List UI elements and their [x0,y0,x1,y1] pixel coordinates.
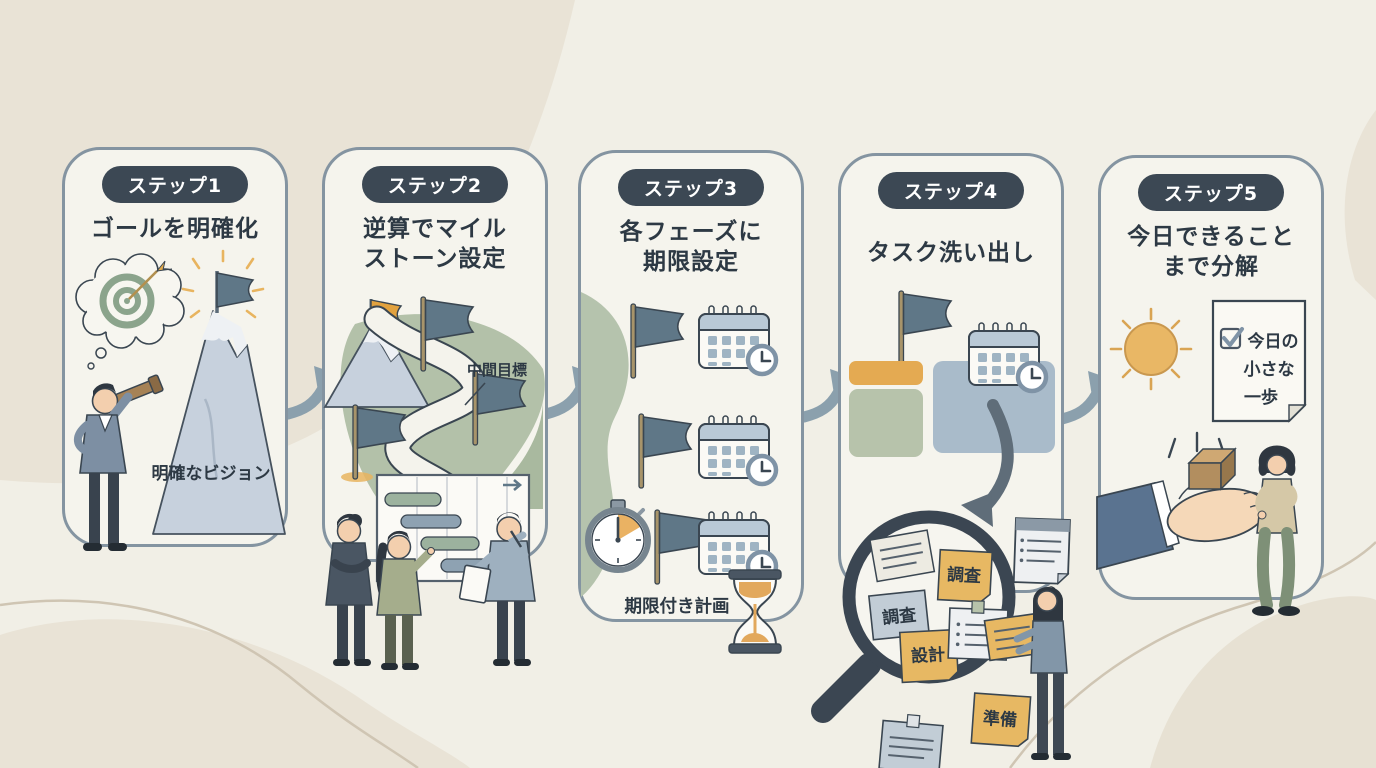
blob-bottom-left [0,619,470,768]
milestone-connector [464,382,486,406]
step-card-3: ステップ3 各フェーズに 期限設定 [578,150,804,654]
vision-caption: 明確なビジョン [152,463,271,484]
step-card-5: ステップ5 今日できること まで分解 [1096,155,1324,616]
step-badge-2: ステップ2 [361,166,509,203]
step-title-2: 逆算でマイル ストーン設定 [325,215,545,275]
sticky-note-research-a: 調査 [936,548,994,603]
phase-flag-2 [638,412,692,489]
sticky-note-lines-1 [869,529,936,583]
plan-flag-icon [898,290,952,366]
down-arrow [977,398,1014,515]
step3-illustration: 期限付き計画 [581,291,782,654]
step-card-2: ステップ2 逆算でマイル ストーン設定 [322,147,548,670]
step-card-1: ステップ1 ゴールを明確化 [62,147,288,551]
down-arrow-head [961,492,993,527]
step-title-3-line2: 期限設定 [643,248,739,275]
step-title-5-line2: まで分解 [1163,253,1259,280]
phase-flag-1 [630,302,684,379]
step-badge-3: ステップ3 [617,169,765,206]
target-thought-bubble-icon [75,253,185,370]
person-telescope [73,374,164,551]
person-organizer [1013,585,1071,760]
calendar-clock-4 [969,323,1046,391]
svg-text:設計: 設計 [911,644,946,667]
calendar-clock-1 [699,306,776,374]
milestone-label: 中間目標 [467,361,527,379]
step5-illustration: 今日の 小さな 一歩 [1096,299,1307,616]
step-title-1: ゴールを明確化 [65,215,285,245]
step2-illustration: 中間目標 [323,295,545,670]
team-people [325,512,536,670]
checkbox-icon [1219,326,1244,349]
step-title-2-line2: ストーン設定 [363,245,507,272]
step-card-4: ステップ4 タスク洗い出し [811,153,1071,768]
svg-text:調査: 調査 [946,564,982,587]
person-today [1252,445,1300,616]
today-note-line3: 一歩 [1244,387,1278,408]
person-left [325,513,373,666]
goal-flag-icon [181,249,265,319]
svg-text:準備: 準備 [982,708,1017,731]
blob-right-edge [1344,110,1376,300]
step-title-4-line1: タスク洗い出し [867,240,1035,266]
board-arrow-icon [503,478,523,491]
today-note: 今日の 小さな 一歩 [1211,299,1307,423]
sticky-note-research-b: 調査 [867,589,931,641]
step-title-4: タスク洗い出し [841,239,1061,269]
sun-icon [1109,307,1193,391]
calendar-clock-2 [699,416,776,484]
deadline-plan-caption: 期限付き計画 [625,596,730,617]
hourglass-icon [728,569,782,654]
cube-icon [1187,446,1237,491]
person-right [458,512,536,666]
pen-icon [509,530,523,548]
blob-bottom-right [1150,596,1376,768]
hand-cube [1096,446,1268,570]
step-title-1-line1: ゴールを明確化 [91,216,259,242]
today-note-line2: 小さな [1244,360,1295,380]
mountain-icon [152,309,286,535]
step1-illustration: 明確なビジョン [73,249,286,551]
step-badge-1: ステップ1 [101,166,249,203]
sticky-note-lines-2 [878,713,944,768]
curve-line-left [0,599,419,768]
svg-text:調査: 調査 [881,604,918,629]
step4-illustration: 調査 調査 設計 準備 [811,290,1071,768]
checklist-note-right [1012,517,1071,585]
step-title-3-line1: 各フェーズに [619,219,763,245]
sticky-note-design: 設計 [898,628,959,684]
person-middle [376,530,435,670]
today-note-line1: 今日の [1248,331,1299,352]
step-title-3: 各フェーズに 期限設定 [581,218,801,278]
step-title-5: 今日できること まで分解 [1101,223,1321,283]
sticky-note-prep: 準備 [970,692,1032,747]
step-badge-4: ステップ4 [877,172,1025,209]
stopwatch-icon [585,499,651,573]
step-title-2-line1: 逆算でマイル [363,216,507,242]
step-title-5-line1: 今日できること [1127,224,1295,250]
step-badge-5: ステップ5 [1137,174,1285,211]
